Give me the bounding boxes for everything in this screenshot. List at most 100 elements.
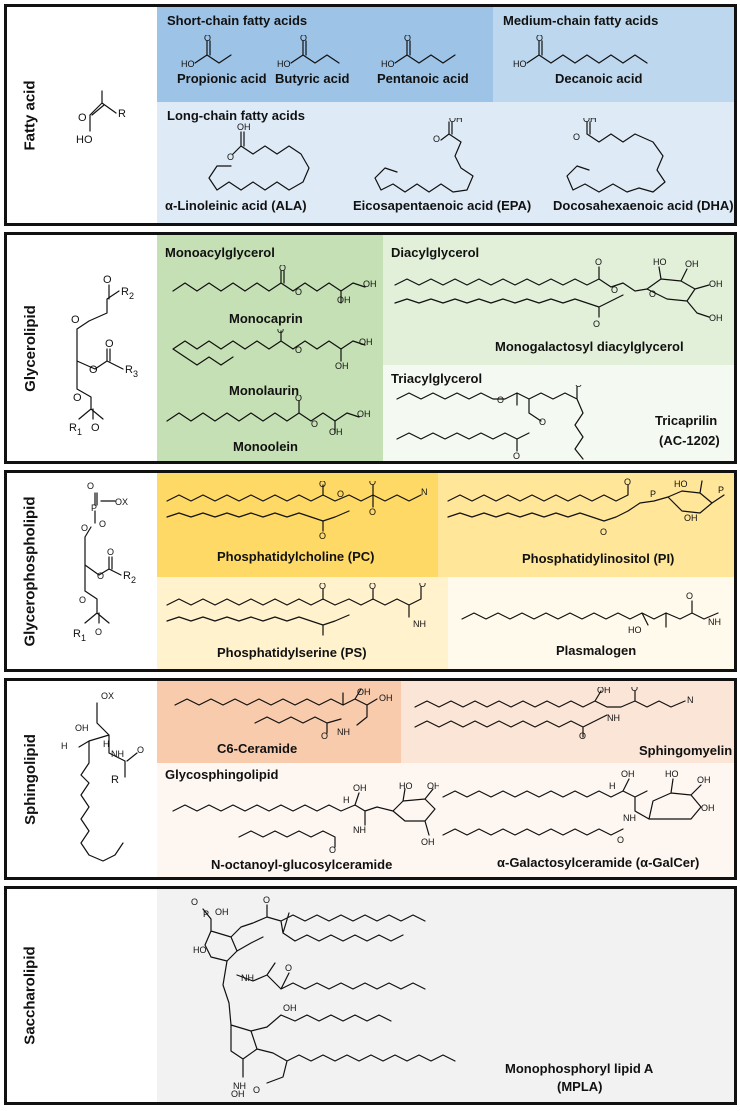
svg-text:OH: OH [379, 693, 393, 703]
svg-text:O: O [319, 481, 326, 489]
svg-text:H: H [609, 781, 616, 791]
svg-text:O: O [433, 134, 440, 144]
sphingomyelin-name: Sphingomyelin [639, 743, 733, 758]
svg-text:OH: OH [237, 122, 251, 132]
mgdg-name: Monogalactosyl diacylglycerol [495, 339, 684, 354]
monolaurin-name: Monolaurin [229, 383, 300, 398]
svg-text:O: O [497, 395, 504, 405]
svg-text:2: 2 [129, 291, 134, 301]
monocaprin-name: Monocaprin [229, 311, 303, 326]
svg-text:N: N [687, 695, 694, 705]
svg-text:NH: NH [708, 617, 721, 627]
svg-text:O: O [87, 481, 94, 491]
svg-text:2: 2 [131, 575, 136, 585]
generic-sphingolipid-structure: OX OH H NH H R O [61, 691, 144, 862]
svg-text:O: O [369, 583, 376, 591]
c6-ceramide-name: C6-Ceramide [217, 741, 298, 756]
svg-text:O: O [78, 112, 87, 124]
svg-text:O: O [81, 523, 88, 533]
svg-text:O: O [79, 595, 86, 605]
svg-text:O: O [300, 35, 307, 43]
svg-text:NH: NH [607, 713, 620, 723]
svg-text:HO: HO [653, 257, 667, 267]
svg-text:O: O [191, 897, 198, 907]
svg-text:O: O [253, 1085, 260, 1095]
svg-text:OH: OH [427, 781, 439, 791]
svg-text:O: O [279, 265, 286, 273]
svg-text:OX: OX [115, 497, 128, 507]
svg-text:OH: OH [231, 1089, 245, 1099]
svg-text:H: H [61, 741, 68, 751]
svg-text:HO: HO [674, 479, 688, 489]
svg-text:HO: HO [513, 59, 527, 69]
svg-text:OH: OH [701, 803, 715, 813]
mpla-name: Monophosphoryl lipid A [505, 1061, 654, 1076]
pentanoic-acid-name: Pentanoic acid [377, 71, 469, 86]
svg-text:O: O [536, 35, 543, 43]
propionic-acid-name: Propionic acid [177, 71, 267, 86]
svg-text:OH: OH [597, 687, 611, 695]
svg-text:O: O [369, 481, 376, 487]
svg-text:O: O [624, 477, 631, 487]
epa-structure: OHO [374, 118, 474, 193]
svg-text:OH: OH [337, 295, 351, 305]
medium-chain-title: Medium-chain fatty acids [503, 13, 659, 28]
long-chain-title: Long-chain fatty acids [167, 108, 305, 123]
svg-text:O: O [649, 289, 656, 299]
svg-text:O: O [89, 364, 98, 376]
svg-text:O: O [295, 287, 302, 297]
svg-text:R: R [118, 108, 126, 120]
svg-text:R: R [123, 570, 131, 582]
svg-text:O: O [319, 531, 326, 541]
category-label: Glycerophospholipid [21, 495, 39, 647]
svg-text:O: O [227, 152, 234, 162]
svg-text:OH: OH [75, 723, 89, 733]
svg-text:HO: HO [193, 945, 207, 955]
svg-text:O: O [404, 35, 411, 43]
svg-text:HO: HO [277, 59, 291, 69]
svg-text:R: R [125, 364, 133, 376]
svg-text:OH: OH [329, 427, 343, 435]
sphingolipid-category: Sphingolipid OX OH H NH H R O [7, 681, 160, 877]
dha-name: Docosahexaenoic acid (DHA) [553, 198, 734, 213]
svg-text:O: O [369, 507, 376, 517]
svg-text:OH: OH [357, 409, 371, 419]
pentanoic-acid-structure: HOO [381, 35, 456, 69]
svg-text:OH: OH [335, 361, 349, 371]
svg-text:O: O [419, 583, 426, 589]
svg-text:OH: OH [359, 337, 373, 347]
svg-text:O: O [600, 527, 607, 537]
svg-text:O: O [321, 731, 328, 739]
svg-text:O: O [513, 451, 520, 461]
svg-text:O: O [73, 392, 82, 404]
svg-text:P: P [203, 909, 209, 919]
svg-text:O: O [575, 385, 582, 389]
svg-text:O: O [631, 687, 638, 693]
alpha-galcer-name: α-Galactosylceramide (α-GalCer) [497, 855, 700, 870]
fatty-acid-section: Fatty acid O R HO Short-chain fatty acid… [4, 4, 737, 226]
svg-text:NH: NH [233, 1081, 246, 1091]
svg-text:HO: HO [181, 59, 195, 69]
svg-text:O: O [573, 132, 580, 142]
svg-text:O: O [71, 314, 80, 326]
